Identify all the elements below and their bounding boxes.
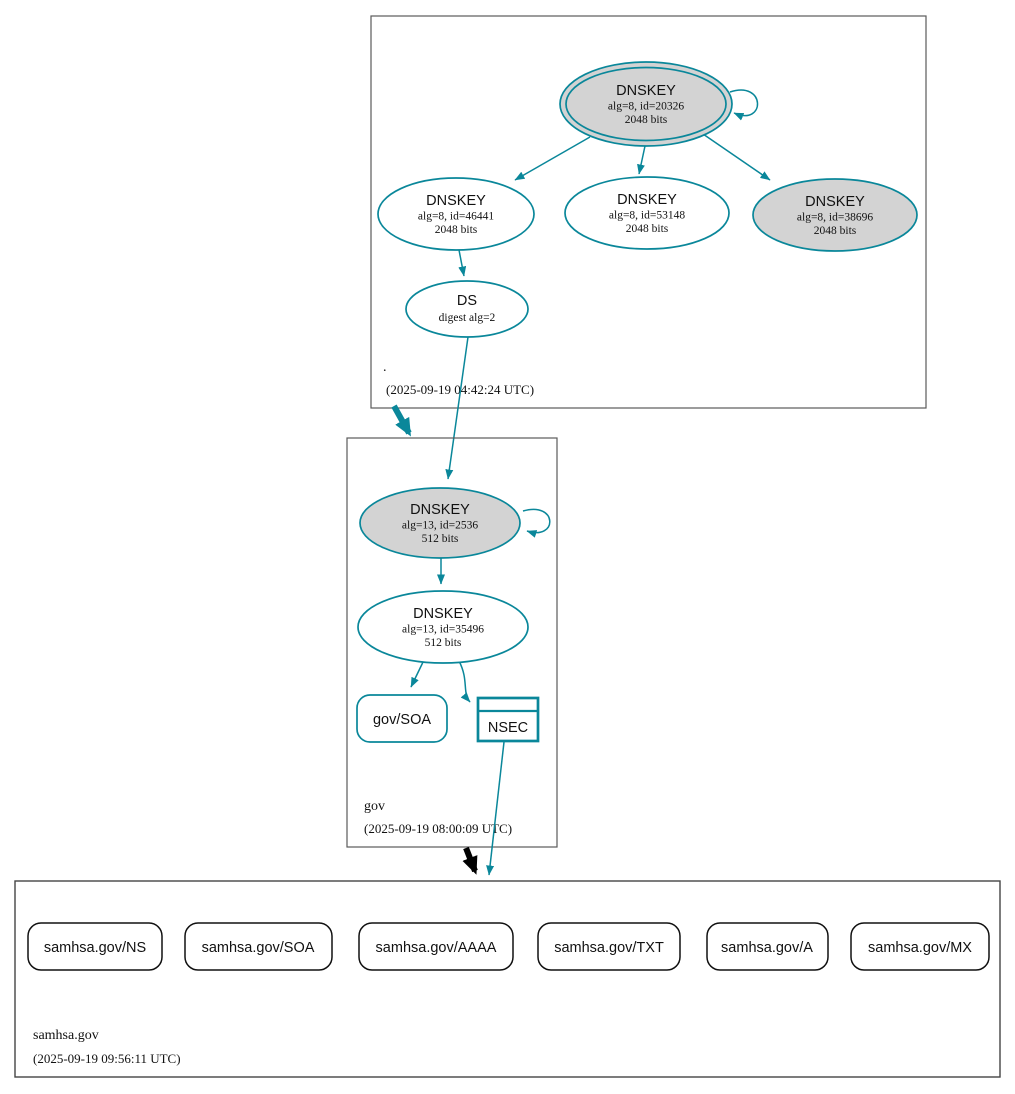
samhsa-aaaa-rect — [358, 922, 514, 971]
gov-ksk-ellipse — [359, 487, 521, 559]
zone-samhsa: samhsa.gov/NS samhsa.gov/SOA samhsa.gov/… — [14, 880, 1001, 1078]
gov-nsec-label: NSEC — [488, 720, 528, 736]
zone-label-gov: gov — [364, 799, 385, 814]
edge-gov-zsk-to-soa — [410, 659, 425, 688]
zone-box-samhsa — [14, 880, 1001, 1078]
node-gov-ksk: DNSKEY alg=13, id=2536 512 bits — [359, 487, 521, 559]
node-samhsa-aaaa: samhsa.gov/AAAA — [358, 922, 514, 971]
root-ds-ellipse — [405, 280, 529, 338]
node-samhsa-ns: samhsa.gov/NS — [27, 922, 163, 971]
node-gov-soa: gov/SOA — [356, 694, 448, 743]
root-zsk-46441-ellipse — [377, 177, 535, 251]
edge-root-ksk-to-53148 — [637, 145, 646, 175]
samhsa-aaaa-label: samhsa.gov/AAAA — [376, 940, 497, 956]
root-zsk-53148-detail1: alg=8, id=53148 — [609, 210, 685, 222]
edge-delegation-gov-to-samhsa — [462, 846, 478, 875]
edge-root-ksk-to-46441 — [514, 136, 591, 181]
root-ksk-detail2: 2048 bits — [625, 114, 668, 126]
gov-zsk-ellipse — [357, 590, 529, 664]
node-gov-nsec: NSEC — [476, 696, 540, 743]
gov-nsec-rect — [476, 696, 540, 743]
root-ksk-inner-ellipse — [565, 66, 727, 142]
samhsa-ns-rect — [27, 922, 163, 971]
root-zsk-46441-title: DNSKEY — [426, 193, 486, 209]
edge-ds-to-gov-ksk — [445, 336, 469, 480]
edge-gov-ksk-self-loop — [522, 508, 551, 538]
samhsa-soa-rect — [184, 922, 333, 971]
edge-46441-to-ds — [458, 249, 467, 277]
node-root-zsk-53148: DNSKEY alg=8, id=53148 2048 bits — [564, 176, 730, 250]
root-zsk-46441-detail1: alg=8, id=46441 — [418, 211, 494, 223]
gov-ksk-title: DNSKEY — [410, 502, 470, 518]
root-key-38696-detail2: 2048 bits — [814, 225, 857, 237]
root-ksk-outer-ellipse — [559, 61, 733, 147]
edge-gov-zsk-to-nsec — [458, 660, 471, 703]
edge-delegation-root-to-gov — [391, 404, 412, 437]
root-ds-title: DS — [457, 293, 477, 309]
samhsa-txt-rect — [537, 922, 681, 971]
root-key-38696-title: DNSKEY — [805, 194, 865, 210]
gov-ksk-detail2: 512 bits — [422, 533, 459, 545]
zone-label-root: . — [383, 360, 387, 375]
root-ds-detail1: digest alg=2 — [439, 312, 496, 324]
gov-zsk-detail1: alg=13, id=35496 — [402, 624, 484, 636]
samhsa-txt-label: samhsa.gov/TXT — [554, 940, 664, 956]
root-ksk-title: DNSKEY — [616, 83, 676, 99]
zone-box-gov — [346, 437, 558, 848]
samhsa-mx-label: samhsa.gov/MX — [868, 940, 972, 956]
samhsa-soa-label: samhsa.gov/SOA — [202, 940, 315, 956]
node-samhsa-mx: samhsa.gov/MX — [850, 922, 990, 971]
gov-zsk-detail2: 512 bits — [425, 637, 462, 649]
samhsa-a-rect — [706, 922, 829, 971]
zone-timestamp-samhsa: (2025-09-19 09:56:11 UTC) — [33, 1051, 181, 1066]
root-ksk-detail1: alg=8, id=20326 — [608, 101, 684, 113]
node-samhsa-txt: samhsa.gov/TXT — [537, 922, 681, 971]
zone-root: DNSKEY alg=8, id=20326 2048 bits DNSKEY … — [370, 15, 927, 409]
samhsa-ns-label: samhsa.gov/NS — [44, 940, 146, 956]
root-zsk-53148-detail2: 2048 bits — [626, 223, 669, 235]
node-root-zsk-46441: DNSKEY alg=8, id=46441 2048 bits — [377, 177, 535, 251]
zone-timestamp-gov: (2025-09-19 08:00:09 UTC) — [364, 821, 512, 836]
zone-box-root — [370, 15, 927, 409]
root-zsk-53148-ellipse — [564, 176, 730, 250]
node-root-ds: DS digest alg=2 — [405, 280, 529, 338]
node-samhsa-soa: samhsa.gov/SOA — [184, 922, 333, 971]
node-gov-zsk: DNSKEY alg=13, id=35496 512 bits — [357, 590, 529, 664]
gov-soa-rect — [356, 694, 448, 743]
zone-label-samhsa: samhsa.gov — [33, 1028, 99, 1043]
root-key-38696-detail1: alg=8, id=38696 — [797, 212, 873, 224]
zone-gov: DNSKEY alg=13, id=2536 512 bits DNSKEY a… — [346, 437, 558, 848]
node-root-key-38696: DNSKEY alg=8, id=38696 2048 bits — [752, 178, 918, 252]
root-zsk-46441-detail2: 2048 bits — [435, 224, 478, 236]
gov-ksk-detail1: alg=13, id=2536 — [402, 520, 478, 532]
samhsa-a-label: samhsa.gov/A — [721, 940, 813, 956]
edge-root-ksk-to-38696 — [702, 133, 771, 181]
samhsa-mx-rect — [850, 922, 990, 971]
edge-root-ksk-self-loop — [729, 89, 759, 121]
gov-zsk-title: DNSKEY — [413, 606, 473, 622]
node-root-ksk: DNSKEY alg=8, id=20326 2048 bits — [559, 61, 733, 147]
root-zsk-53148-title: DNSKEY — [617, 192, 677, 208]
gov-soa-label: gov/SOA — [373, 712, 431, 728]
edge-nsec-to-samhsa — [486, 741, 505, 876]
node-samhsa-a: samhsa.gov/A — [706, 922, 829, 971]
root-key-38696-ellipse — [752, 178, 918, 252]
